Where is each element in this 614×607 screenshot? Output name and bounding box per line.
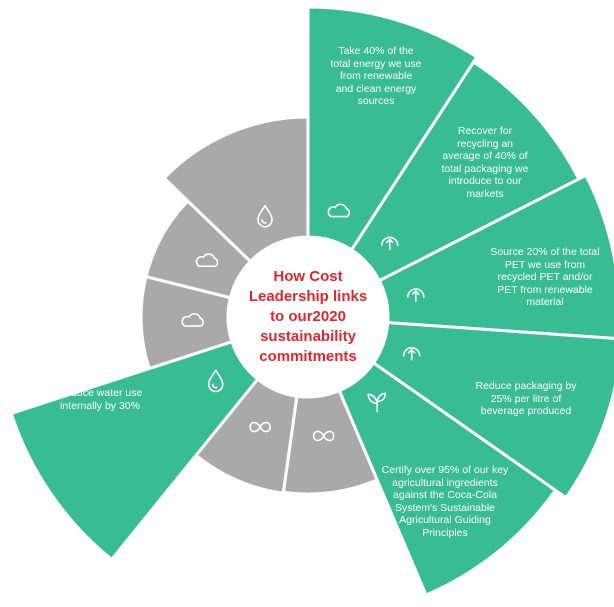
water-drop-icon	[257, 204, 273, 228]
sprout-icon	[367, 392, 387, 413]
center-circle	[228, 237, 388, 397]
recycle-arrow-icon	[402, 347, 421, 361]
infinity-icon	[249, 421, 271, 433]
infinity-icon	[312, 430, 335, 442]
segment-text-recycling: Recover for recycling an average of 40% …	[441, 125, 529, 200]
recycle-arrow-icon	[380, 236, 399, 251]
recycle-arrow-icon	[406, 288, 425, 302]
segment-text-agriculture: Certify over 95% of our key agricultural…	[381, 464, 509, 539]
center-title: How Cost Leadership links to our2020 sus…	[248, 268, 368, 365]
cloud-icon	[195, 253, 219, 268]
water-drop-icon	[207, 369, 224, 393]
segment-text-water: Reduce water use internally by 30%	[57, 387, 143, 412]
cloud-icon	[327, 203, 351, 218]
segment-pet	[377, 173, 614, 340]
cloud-icon	[181, 313, 204, 327]
segment-text-packaging: Reduce packaging by 25% per litre of bev…	[475, 380, 577, 417]
segment-text-pet: Source 20% of the total PET we use from …	[490, 246, 600, 308]
segment-text-energy: Take 40% of the total energy we use from…	[330, 45, 422, 107]
icons-layer	[181, 203, 425, 442]
